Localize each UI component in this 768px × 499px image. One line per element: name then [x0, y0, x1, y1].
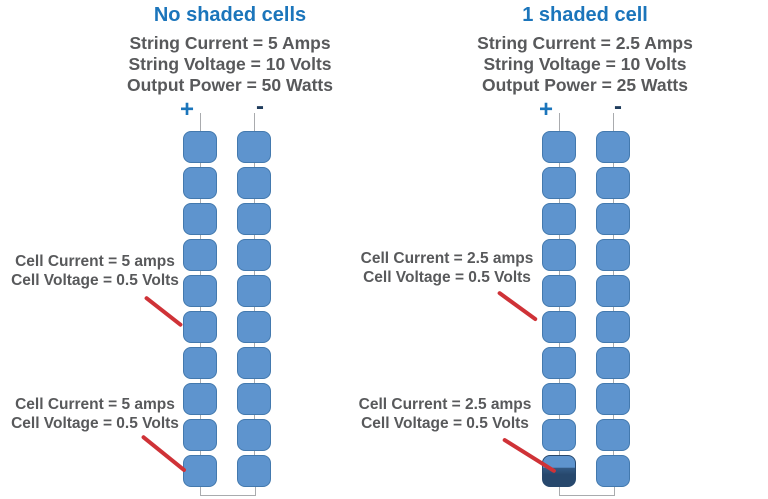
cell-voltage-label: Cell Voltage = 0.5 Volts [363, 269, 531, 286]
plus-terminal-label: + [180, 96, 195, 123]
cell-annotation: Cell Current = 5 amps Cell Voltage = 0.5… [2, 252, 188, 290]
solar-cell [542, 419, 576, 451]
string-return-wire [559, 487, 615, 496]
solar-cell [542, 239, 576, 271]
solar-cell [237, 347, 271, 379]
plus-terminal-label: + [539, 96, 554, 123]
cell-string-column [542, 113, 576, 487]
panel-title: 1 shaded cell [522, 4, 648, 26]
string-return-wire [200, 487, 256, 496]
panel-header-one-shaded: 1 shaded cell String Current = 2.5 Amps … [410, 4, 760, 96]
minus-terminal-label: - [256, 93, 264, 120]
solar-cell [542, 275, 576, 307]
solar-cell [596, 383, 630, 415]
solar-cell [237, 419, 271, 451]
solar-cell [183, 311, 217, 343]
solar-cell [596, 311, 630, 343]
string-current-value: String Current = 5 Amps [129, 33, 331, 53]
solar-cell [237, 167, 271, 199]
solar-cell [596, 419, 630, 451]
cell-voltage-label: Cell Voltage = 0.5 Volts [11, 415, 179, 432]
cell-string-column [596, 113, 630, 487]
solar-cell [596, 131, 630, 163]
solar-cell [542, 311, 576, 343]
solar-cell [237, 275, 271, 307]
solar-cell [183, 347, 217, 379]
solar-cell [237, 239, 271, 271]
solar-cell [596, 347, 630, 379]
solar-cell [183, 455, 217, 487]
solar-cell [183, 383, 217, 415]
cell-voltage-label: Cell Voltage = 0.5 Volts [361, 415, 529, 432]
string-voltage-value: String Voltage = 10 Volts [128, 54, 332, 74]
cell-current-label: Cell Current = 5 amps [15, 396, 175, 413]
solar-cell [542, 131, 576, 163]
solar-cell [183, 131, 217, 163]
solar-cell [596, 275, 630, 307]
output-power-value: Output Power = 25 Watts [482, 75, 688, 95]
solar-cell [237, 131, 271, 163]
pointer-line [143, 295, 184, 328]
solar-cell [596, 167, 630, 199]
cell-current-label: Cell Current = 2.5 amps [360, 250, 534, 267]
solar-cell [237, 383, 271, 415]
pointer-line [496, 290, 539, 322]
solar-cell [183, 239, 217, 271]
output-power-value: Output Power = 50 Watts [127, 75, 333, 95]
solar-cell [596, 203, 630, 235]
solar-cell [596, 455, 630, 487]
string-current-value: String Current = 2.5 Amps [477, 33, 693, 53]
string-voltage-value: String Voltage = 10 Volts [483, 54, 687, 74]
solar-cell [237, 455, 271, 487]
cell-string-column [183, 113, 217, 487]
solar-cell [183, 419, 217, 451]
pointer-line [140, 434, 187, 473]
cell-annotation: Cell Current = 2.5 amps Cell Voltage = 0… [350, 395, 540, 433]
solar-cell [183, 275, 217, 307]
panel-title: No shaded cells [153, 4, 307, 26]
cell-current-label: Cell Current = 2.5 amps [358, 396, 532, 413]
solar-cell [183, 167, 217, 199]
solar-cell [237, 203, 271, 235]
solar-cell [542, 167, 576, 199]
minus-terminal-label: - [614, 93, 622, 120]
cell-voltage-label: Cell Voltage = 0.5 Volts [11, 272, 179, 289]
cell-current-label: Cell Current = 5 amps [15, 253, 175, 270]
cell-string-column [237, 113, 271, 487]
shaded-solar-cell [542, 455, 576, 487]
cell-annotation: Cell Current = 2.5 amps Cell Voltage = 0… [352, 249, 542, 287]
cell-annotation: Cell Current = 5 amps Cell Voltage = 0.5… [2, 395, 188, 433]
panel-header-no-shaded: No shaded cells String Current = 5 Amps … [40, 4, 420, 96]
solar-cell [596, 239, 630, 271]
solar-cell [183, 203, 217, 235]
solar-cell [237, 311, 271, 343]
solar-cell [542, 347, 576, 379]
solar-cell [542, 383, 576, 415]
solar-cell [542, 203, 576, 235]
